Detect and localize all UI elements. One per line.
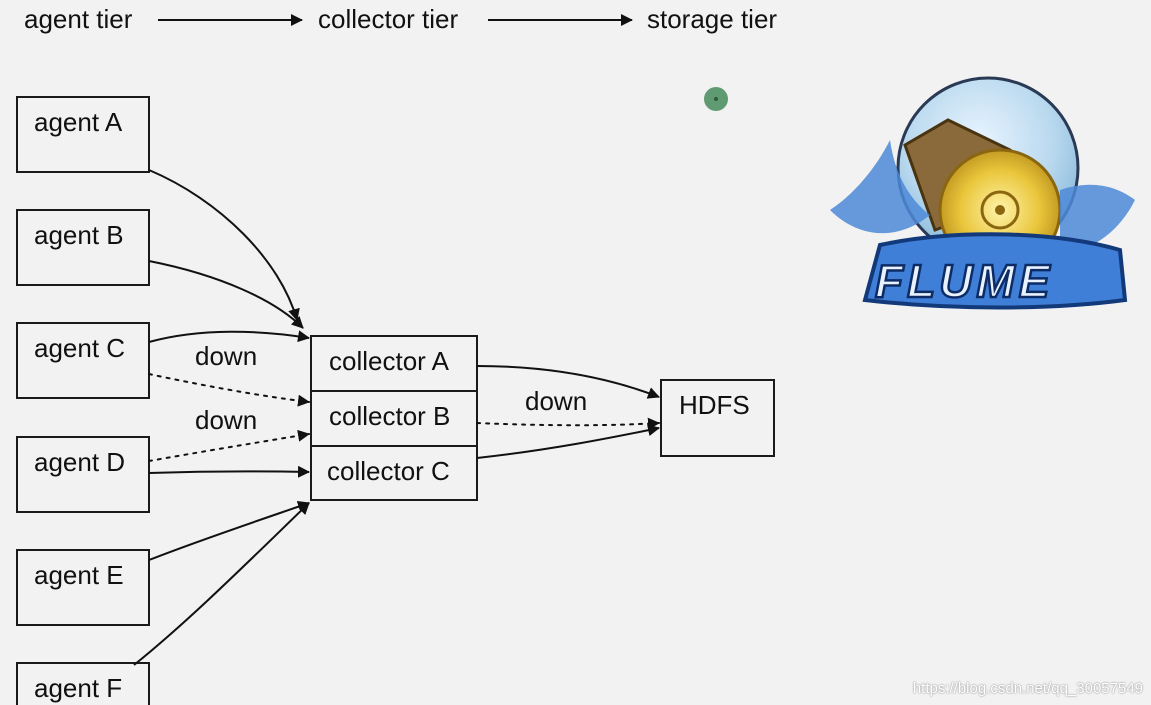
logo-splash-right [1060, 184, 1135, 255]
edge-agent-c-collector-a [148, 330, 310, 343]
edge-label-down-c: down [195, 341, 257, 371]
storage-label: HDFS [679, 390, 750, 420]
agent-node-e: agent E [16, 549, 150, 626]
collector-node-b: collector B [310, 390, 478, 447]
collector-node-a: collector A [310, 335, 478, 392]
logo-wordmark: FLUME [875, 255, 1053, 307]
watermark: https://blog.csdn.net/qq_30057549 [912, 680, 1143, 697]
agent-box [16, 96, 150, 173]
agent-label: agent A [34, 107, 123, 137]
flume-logo: FLUME [830, 76, 1135, 310]
agent-box [16, 436, 150, 513]
collector-label: collector A [329, 346, 450, 376]
storage-node-hdfs: HDFS [660, 379, 775, 457]
agent-node-a: agent A [16, 96, 150, 173]
edge-collector-b-hdfs-down [476, 417, 660, 430]
edge-agent-b-collector-a [148, 260, 304, 329]
edge-label-down-d: down [195, 405, 257, 435]
agent-node-f: agent F [16, 662, 150, 705]
agent-node-b: agent B [16, 209, 150, 286]
edge-collector-c-hdfs [476, 424, 660, 459]
collector-node-c: collector C [310, 445, 478, 501]
edge-agent-e-collector-c [148, 500, 310, 561]
agent-box [16, 549, 150, 626]
agent-box [16, 662, 150, 705]
logo-wordmark-bg [862, 232, 1128, 310]
logo-log-ring [980, 190, 1020, 230]
collector-label: collector C [327, 456, 450, 486]
edge-agent-c-collector-b-down [148, 373, 310, 407]
tier-label-collector: collector tier [318, 4, 458, 34]
edge-agent-a-collector-a [148, 169, 300, 321]
storage-box [660, 379, 775, 457]
agent-label: agent D [34, 447, 125, 477]
agent-box [16, 209, 150, 286]
marker-dot-center [714, 97, 718, 101]
agent-label: agent E [34, 560, 124, 590]
agent-node-c: agent C [16, 322, 150, 399]
edge-collector-a-hdfs [476, 365, 660, 399]
logo-splash-left [830, 140, 930, 234]
agent-box [16, 322, 150, 399]
tier-label-storage: storage tier [647, 4, 777, 34]
edge-agent-d-collector-b-down [148, 429, 310, 462]
edge-agent-f-collector-c [133, 502, 310, 666]
agent-label: agent B [34, 220, 124, 250]
tier-label-agent: agent tier [24, 4, 133, 34]
agent-label: agent F [34, 673, 122, 703]
collector-box [310, 445, 478, 501]
agent-label: agent C [34, 333, 125, 363]
edge-agent-d-collector-c [148, 465, 310, 478]
collector-label: collector B [329, 401, 450, 431]
logo-log-core [995, 205, 1005, 215]
agent-node-d: agent D [16, 436, 150, 513]
edge-label-down-collector-b: down [525, 386, 587, 416]
